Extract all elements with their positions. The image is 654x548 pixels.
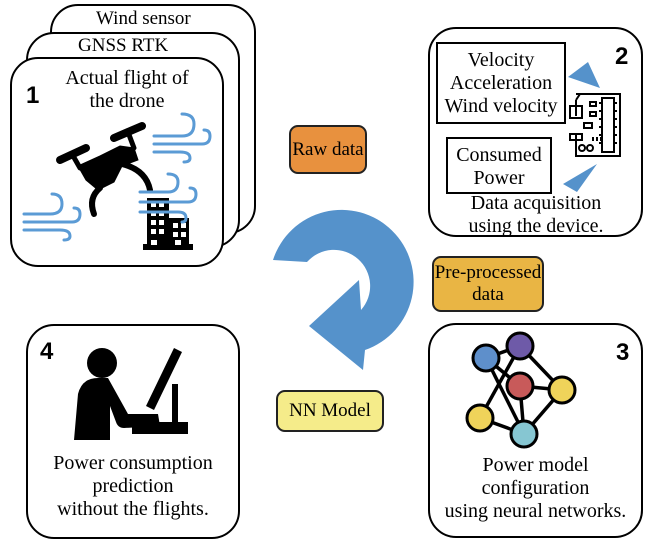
consumed-power-line: Consumed [456,144,542,166]
step3-number: 3 [616,339,630,366]
step2-caption-line: Data acquisition [470,192,602,214]
measured-quantity: Acceleration [449,72,553,94]
drone-icon [56,122,153,217]
person-at-computer-icon [74,348,188,440]
measured-quantities-box: Velocity Acceleration Wind velocity [436,42,566,124]
nn-node [471,343,501,373]
step3-caption: Power model configuration using neural n… [428,454,643,523]
step3-caption-line: Power model [482,454,589,476]
measured-quantity: Wind velocity [444,95,558,117]
step1-number: 1 [26,82,40,109]
step2-caption-line: using the device. [468,215,604,237]
raw-data-label: Raw data [289,125,367,174]
step1-title-line: the drone [89,90,165,112]
step1-title-line: Actual flight of [65,67,189,89]
consumed-power-line: Power [473,167,525,189]
step4-caption: Power consumption prediction without the… [30,452,236,521]
measured-quantity: Velocity [467,49,535,71]
preprocessed-data-label: Pre-processed data [432,256,544,312]
step2-caption: Data acquisition using the device. [436,192,636,238]
triangle-pointer-icon [568,62,600,88]
step3-caption-line: configuration [481,477,590,499]
circuit-board-icon [569,93,621,157]
neural-network-icon [465,331,577,449]
step4-caption-line: Power consumption [53,452,213,474]
preprocessed-line: data [472,284,504,305]
step3-caption-line: using neural networks. [444,500,627,522]
step1-title: Actual flight of the drone [42,67,212,113]
nn-model-label: NN Model [276,390,384,432]
cycle-arrow-icon [273,209,414,370]
wind-icon [138,172,198,224]
nn-node [505,331,535,361]
nn-node [509,419,539,449]
wind-sensor-label: Wind sensor [96,8,191,29]
step4-number: 4 [40,338,54,365]
step4-caption-line: prediction [92,475,174,497]
step2-number: 2 [615,43,629,70]
nn-node [465,403,495,433]
nn-node [505,371,535,401]
nn-node [547,375,577,405]
step4-caption-line: without the flights. [57,498,209,520]
wind-icon [152,112,212,164]
consumed-power-box: Consumed Power [446,137,552,194]
triangle-pointer-icon [563,164,597,192]
wind-icon [22,192,82,242]
gnss-rtk-label: GNSS RTK [78,35,169,56]
preprocessed-line: Pre-processed [434,262,542,283]
